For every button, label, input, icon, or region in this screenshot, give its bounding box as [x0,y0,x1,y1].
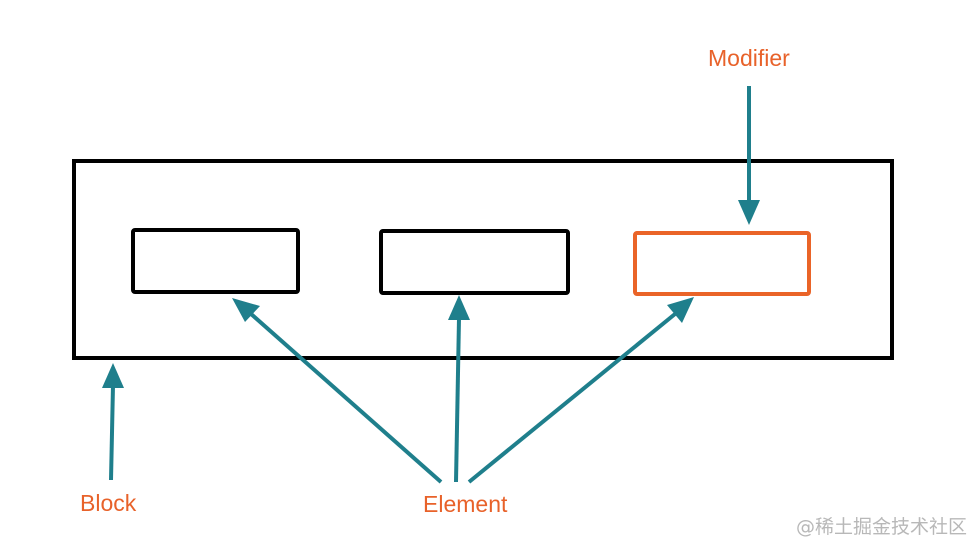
watermark: @稀土掘金技术社区 [796,516,968,538]
element-box-1 [131,228,300,294]
arrow-element-1 [232,298,443,484]
block-label: Block [80,490,137,516]
modifier-label: Modifier [708,45,790,71]
block-box [72,159,894,360]
arrow-element-2 [448,295,470,483]
element-label: Element [423,491,508,517]
element-box-modified [633,231,811,296]
arrow-element-3 [467,297,694,484]
arrow-block [102,363,124,481]
element-box-2 [379,229,570,295]
arrow-modifier [738,86,760,225]
